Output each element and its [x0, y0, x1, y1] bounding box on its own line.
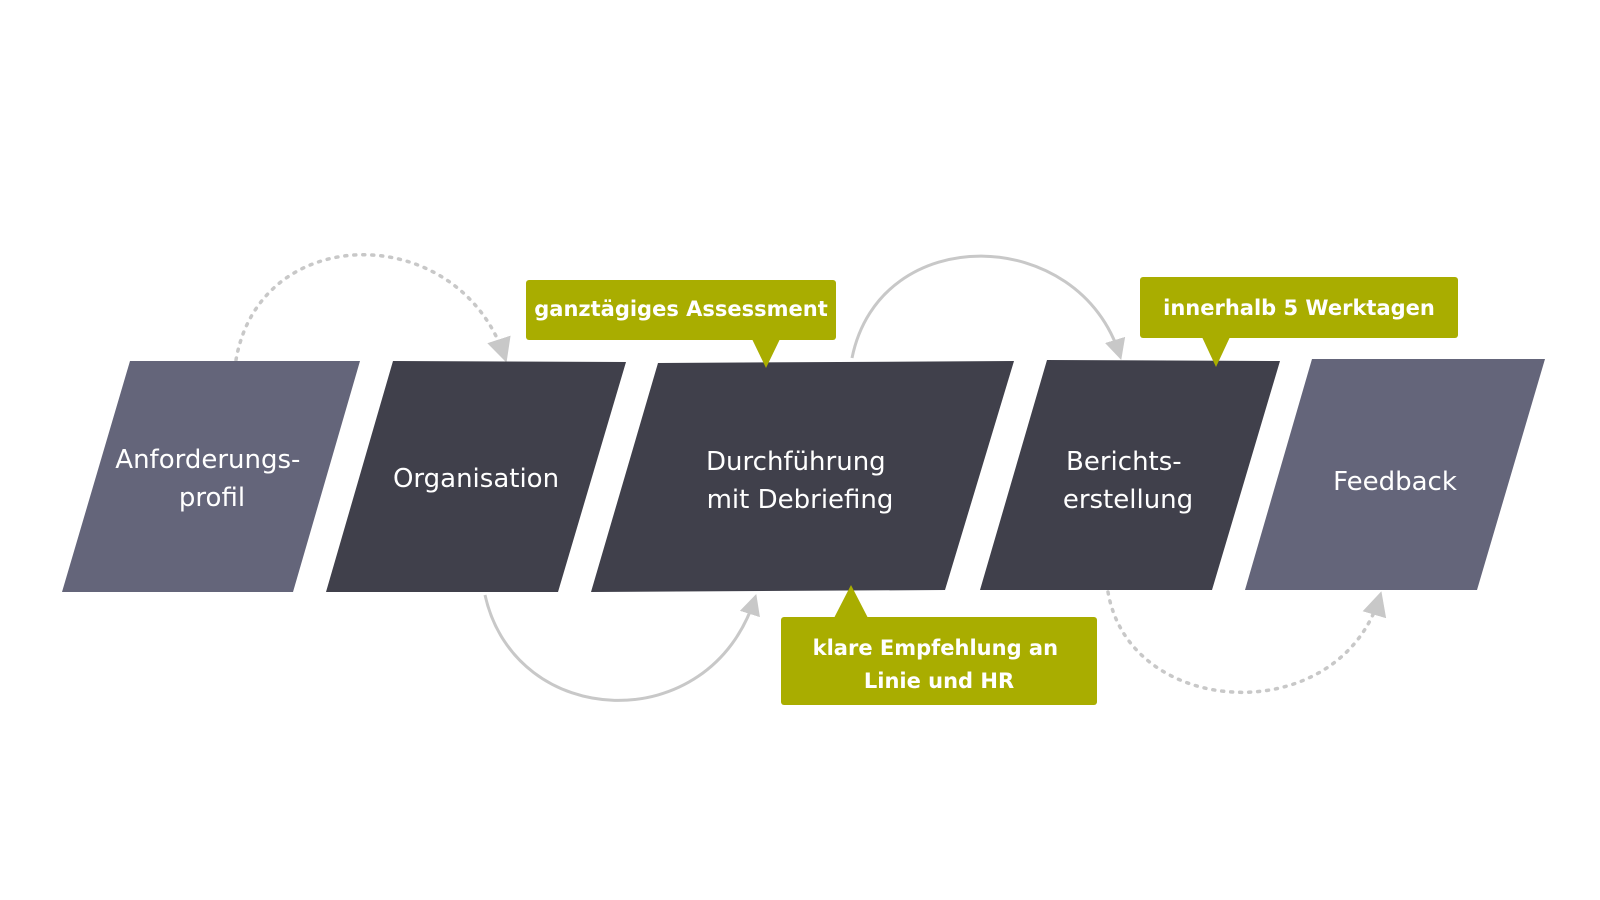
connector-arrow-2 — [483, 593, 760, 702]
step-label-line: Organisation — [393, 464, 559, 494]
step-label-line: Feedback — [1333, 467, 1457, 497]
step-feedback: Feedback — [1245, 359, 1545, 590]
step-shape — [62, 361, 360, 592]
connector-arrow-1 — [234, 253, 511, 363]
callout-innerhalb-5-werktagen: innerhalb 5 Werktagen — [1140, 277, 1458, 367]
step-label: Durchführung mit Debriefing — [706, 447, 894, 515]
callout-label-line: klare Empfehlung an — [813, 636, 1058, 660]
callout-box — [781, 617, 1097, 705]
step-berichtserstellung: Berichts- erstellung — [980, 360, 1280, 590]
connector-arrow-3 — [850, 254, 1126, 361]
step-label-line: Anforderungs- — [115, 445, 300, 475]
callout-klare-empfehlung: klare Empfehlung an Linie und HR — [781, 585, 1097, 705]
step-label: Organisation — [393, 464, 559, 494]
callout-pointer — [1202, 337, 1230, 367]
callout-ganztaegiges-assessment: ganztägiges Assessment — [526, 280, 836, 368]
step-label: Feedback — [1333, 467, 1457, 497]
callout-label-line: ganztägiges Assessment — [534, 297, 828, 321]
step-label: Berichts- erstellung — [1063, 447, 1193, 515]
callout-box — [1140, 277, 1458, 338]
callout-label: innerhalb 5 Werktagen — [1163, 296, 1435, 320]
step-organisation: Organisation — [326, 361, 626, 592]
callout-pointer — [752, 339, 780, 368]
step-shape — [980, 360, 1280, 590]
step-label-line: Berichts- — [1066, 447, 1182, 477]
callout-label: klare Empfehlung an Linie und HR — [813, 636, 1066, 693]
callout-box — [526, 280, 836, 340]
callout-label: ganztägiges Assessment — [534, 297, 828, 321]
callout-label-line: innerhalb 5 Werktagen — [1163, 296, 1435, 320]
step-shape — [1245, 359, 1545, 590]
step-shape — [326, 361, 626, 592]
step-anforderungsprofil: Anforderungs- profil — [62, 361, 360, 592]
step-label-line: Durchführung — [706, 447, 886, 477]
step-durchfuehrung: Durchführung mit Debriefing — [591, 361, 1014, 592]
callout-pointer — [834, 585, 868, 618]
step-label-line: mit Debriefing — [707, 485, 894, 515]
callout-label-line: Linie und HR — [864, 669, 1014, 693]
connector-arrow-4 — [1106, 590, 1387, 694]
step-label-line: erstellung — [1063, 485, 1193, 515]
step-label-line: profil — [179, 483, 245, 513]
step-shape — [591, 361, 1014, 592]
step-label: Anforderungs- profil — [115, 445, 308, 513]
